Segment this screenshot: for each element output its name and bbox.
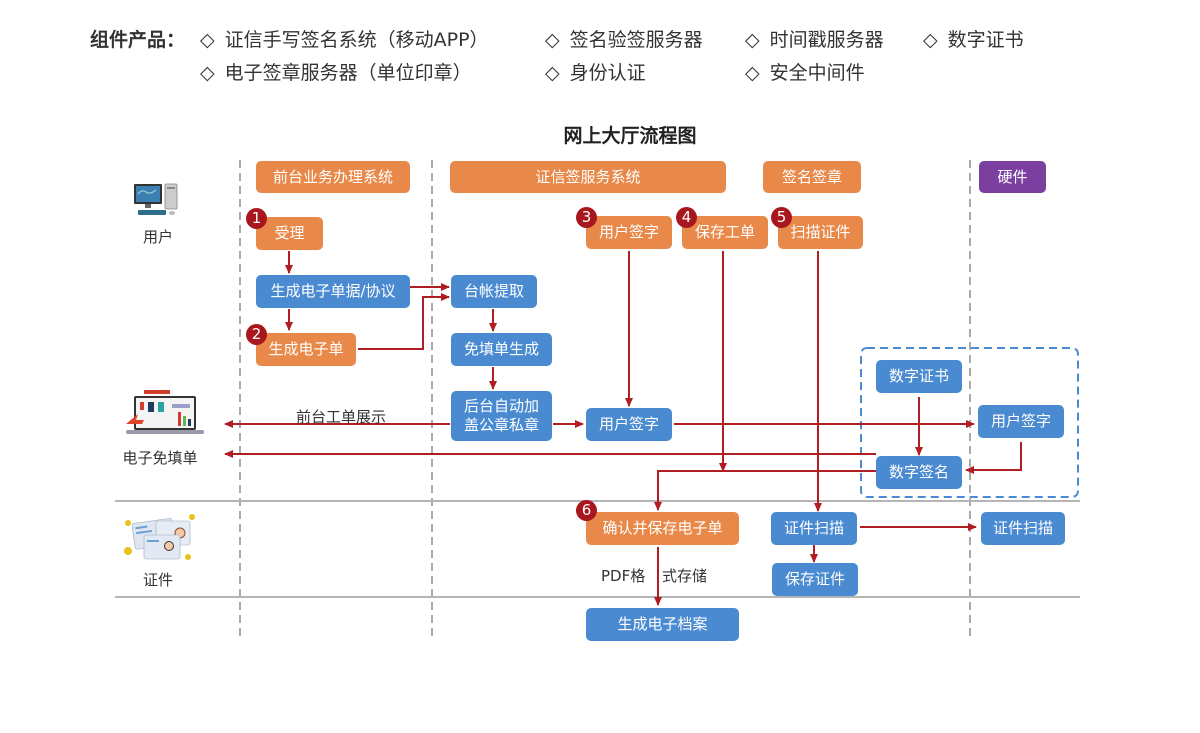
node-generate-archive: 生成电子档案 xyxy=(586,608,739,641)
diamond-bullet-icon: ◇ xyxy=(545,29,560,51)
node-hardware-user-sign: 用户签字 xyxy=(978,405,1064,438)
component-item: ◇电子签章服务器（单位印章） xyxy=(200,62,472,84)
lane-header-front-office: 前台业务办理系统 xyxy=(256,161,410,193)
arrow-digisign-to-confirm xyxy=(654,470,876,511)
node-user-sign: 用户签字 xyxy=(586,408,672,441)
node-scan-id-step: 扫描证件 xyxy=(778,216,863,249)
node-auto-seal: 后台自动加 盖公章私章 xyxy=(451,391,552,441)
diamond-bullet-icon: ◇ xyxy=(745,29,760,51)
node-digital-signature: 数字签名 xyxy=(876,456,962,489)
component-item: ◇安全中间件 xyxy=(745,62,865,84)
node-accept: 受理 xyxy=(256,217,323,250)
node-digital-certificate: 数字证书 xyxy=(876,360,962,393)
component-item: ◇数字证书 xyxy=(923,29,1024,51)
actor-id-label: 证件 xyxy=(142,571,173,589)
arrow-hw-to-digisign xyxy=(965,442,1022,474)
laptop-report-icon xyxy=(124,390,206,436)
node-ledger-extract: 台帐提取 xyxy=(451,275,537,308)
diagram-title: 网上大厅流程图 xyxy=(563,125,697,147)
actor-form-label: 电子免填单 xyxy=(122,449,198,467)
actor-user-label: 用户 xyxy=(142,228,173,246)
step-badge-2: 2 xyxy=(246,324,267,345)
edge-label-pdf-storage-a: PDF格 xyxy=(601,567,646,585)
arrow-genform-to-ledger xyxy=(358,293,450,350)
desktop-computer-icon xyxy=(132,182,182,220)
node-free-form-generate: 免填单生成 xyxy=(451,333,552,366)
component-item: ◇身份认证 xyxy=(545,62,646,84)
lane-header-service-system: 证信签服务系统 xyxy=(450,161,726,193)
component-item: ◇证信手写签名系统（移动APP） xyxy=(200,29,489,51)
lane-header-signature: 签名签章 xyxy=(763,161,861,193)
node-id-scan: 证件扫描 xyxy=(771,512,857,545)
id-cards-icon xyxy=(122,513,198,563)
node-generate-form: 生成电子单 xyxy=(256,333,356,366)
node-save-id: 保存证件 xyxy=(772,563,858,596)
edge-label-front-display: 前台工单展示 xyxy=(296,408,387,426)
step-badge-5: 5 xyxy=(771,207,792,228)
diamond-bullet-icon: ◇ xyxy=(923,29,938,51)
node-generate-document: 生成电子单据/协议 xyxy=(256,275,410,308)
edge-label-pdf-storage-b: 式存储 xyxy=(662,567,708,585)
node-save-order: 保存工单 xyxy=(682,216,768,249)
step-badge-6: 6 xyxy=(576,500,597,521)
digital-signature-group xyxy=(860,347,1079,498)
diamond-bullet-icon: ◇ xyxy=(745,62,760,84)
node-hardware-id-scan: 证件扫描 xyxy=(981,512,1065,545)
component-item: ◇签名验签服务器 xyxy=(545,29,703,51)
diamond-bullet-icon: ◇ xyxy=(545,62,560,84)
step-badge-3: 3 xyxy=(576,207,597,228)
step-badge-4: 4 xyxy=(676,207,697,228)
lane-header-hardware: 硬件 xyxy=(979,161,1046,193)
node-confirm-save-form: 确认并保存电子单 xyxy=(586,512,739,545)
step-badge-1: 1 xyxy=(246,208,267,229)
node-user-sign-step: 用户签字 xyxy=(586,216,672,249)
diamond-bullet-icon: ◇ xyxy=(200,29,215,51)
component-item: ◇时间戳服务器 xyxy=(745,29,884,51)
diamond-bullet-icon: ◇ xyxy=(200,62,215,84)
components-label: 组件产品： xyxy=(90,29,186,51)
